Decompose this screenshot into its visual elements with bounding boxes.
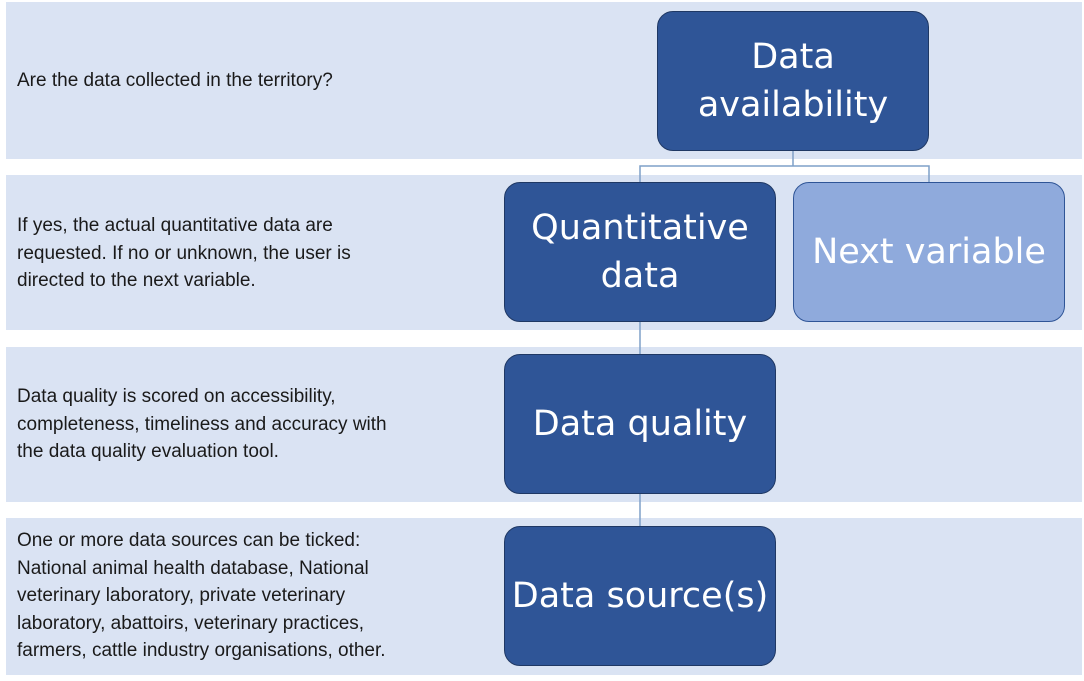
row-description-sources: One or more data sources can be ticked: … xyxy=(17,530,386,661)
connector-availability-to-branches xyxy=(639,150,930,183)
row-description-availability: Are the data collected in the territory? xyxy=(17,70,333,91)
row-description-quantitative: If yes, the actual quantitative data are… xyxy=(17,215,351,291)
node-data-quality: Data quality xyxy=(504,354,776,494)
node-quantitative-data: Quantitative data xyxy=(504,182,776,322)
node-data-availability: Data availability xyxy=(657,11,929,151)
node-next-variable: Next variable xyxy=(793,182,1065,322)
row-description-quality: Data quality is scored on accessibility,… xyxy=(17,386,387,462)
node-data-sources: Data source(s) xyxy=(504,526,776,666)
